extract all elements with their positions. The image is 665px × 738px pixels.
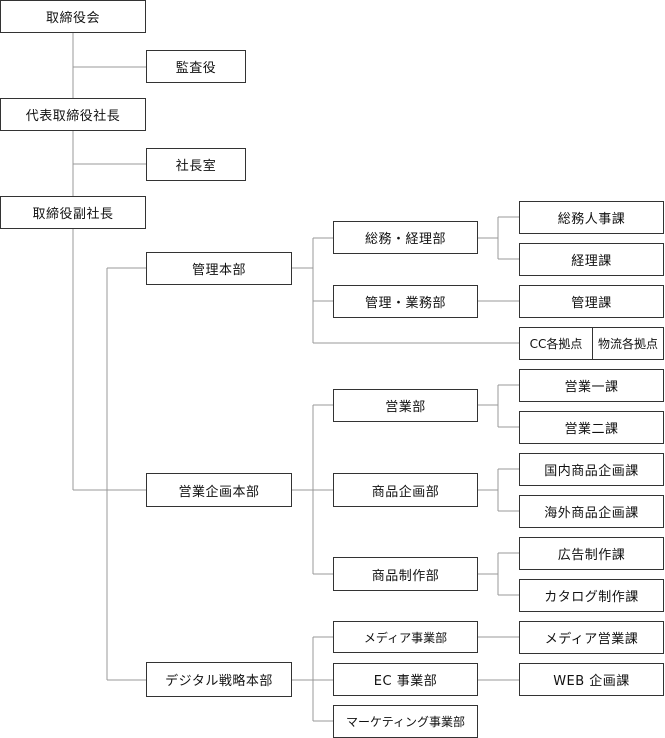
- president-office-box: 社長室: [146, 148, 246, 181]
- media-business-dept-box: メディア事業部: [333, 621, 478, 653]
- accounting-section-box: 経理課: [519, 243, 664, 276]
- digital-strategy-hq-box: デジタル戦略本部: [146, 662, 292, 697]
- web-planning-section-box: WEB 企画課: [519, 663, 664, 696]
- product-planning-dept-box: 商品企画部: [333, 473, 478, 507]
- overseas-planning-section-box: 海外商品企画課: [519, 495, 664, 528]
- sales-1-section-box: 営業一課: [519, 369, 664, 402]
- board-box: 取締役会: [0, 0, 146, 33]
- media-sales-section-box: メディア営業課: [519, 621, 664, 654]
- product-production-dept-box: 商品制作部: [333, 557, 478, 591]
- general-finance-dept-box: 総務・経理部: [333, 221, 478, 254]
- ec-business-dept-box: EC 事業部: [333, 663, 478, 696]
- marketing-business-dept-box: マーケティング事業部: [333, 705, 478, 738]
- ad-production-section-box: 広告制作課: [519, 537, 664, 570]
- mgmt-business-dept-box: 管理・業務部: [333, 285, 478, 318]
- cc-sites-box: CC各拠点: [519, 327, 593, 360]
- sales-2-section-box: 営業二課: [519, 411, 664, 444]
- mgmt-section-box: 管理課: [519, 285, 664, 318]
- sales-dept-box: 営業部: [333, 389, 478, 422]
- auditor-box: 監査役: [146, 50, 246, 83]
- catalog-production-section-box: カタログ制作課: [519, 579, 664, 612]
- admin-hq-box: 管理本部: [146, 252, 292, 285]
- logistics-sites-box: 物流各拠点: [592, 327, 664, 360]
- vice-president-box: 取締役副社長: [0, 196, 146, 229]
- sales-planning-hq-box: 営業企画本部: [146, 473, 292, 507]
- general-hr-section-box: 総務人事課: [519, 201, 664, 234]
- president-box: 代表取締役社長: [0, 98, 146, 131]
- domestic-planning-section-box: 国内商品企画課: [519, 453, 664, 486]
